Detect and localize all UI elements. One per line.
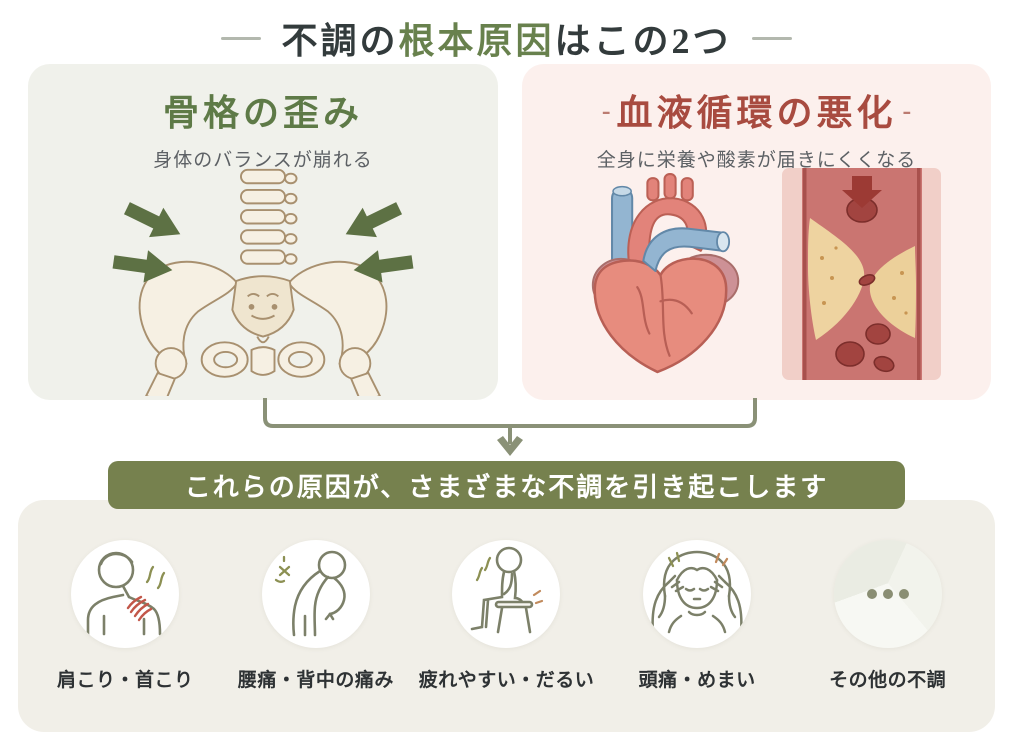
title-highlight: 根本原因 bbox=[398, 21, 555, 61]
lower-back-pain-icon bbox=[261, 540, 370, 648]
shoulder-neck-pain-icon bbox=[71, 540, 180, 648]
symptom-lower-back: 腰痛・背中の痛み bbox=[221, 540, 412, 692]
symptom-headache: 頭痛・めまい bbox=[602, 540, 793, 692]
spine-pelvis-svg bbox=[112, 168, 414, 396]
downward-flow-arrow bbox=[841, 176, 882, 208]
symptom-label: その他の不調 bbox=[829, 670, 947, 691]
causes-to-symptoms-connector bbox=[230, 398, 790, 460]
symptom-label: 疲れやすい・だるい bbox=[418, 670, 595, 691]
title-deco-left: - bbox=[601, 96, 611, 125]
page-title-text: 不調の根本原因はこの2つ bbox=[281, 12, 731, 64]
ellipsis-icon bbox=[833, 540, 942, 648]
title-left-rule bbox=[221, 36, 262, 40]
fatigue-sitting-icon bbox=[452, 540, 561, 648]
symptom-shoulder-neck: 肩こり・首こり bbox=[30, 540, 221, 692]
skeletal-distortion-panel: 骨格の歪み 身体のバランスが崩れる bbox=[28, 64, 498, 400]
page-title: 不調の根本原因はこの2つ bbox=[0, 12, 1013, 64]
symptom-label: 腰痛・背中の痛み bbox=[237, 670, 394, 691]
circulation-panel-subtitle: 全身に栄養や酸素が届きにくくなる bbox=[596, 150, 917, 171]
result-banner: これらの原因が、さまざまな不調を引き起こします bbox=[108, 461, 905, 509]
circulation-panel-title: -血液循環の悪化- bbox=[522, 84, 991, 136]
skeletal-panel-subtitle: 身体のバランスが崩れる bbox=[153, 150, 373, 171]
blood-circulation-panel: -血液循環の悪化- 全身に栄養や酸素が届きにくくなる bbox=[522, 64, 991, 400]
symptom-other: その他の不調 bbox=[792, 540, 983, 692]
title-right-rule bbox=[751, 36, 792, 40]
skeletal-panel-title: 骨格の歪み bbox=[162, 93, 363, 133]
symptom-row: 肩こり・首こり bbox=[30, 540, 983, 692]
symptom-label: 頭痛・めまい bbox=[638, 670, 756, 691]
symptom-label: 肩こり・首こり bbox=[57, 670, 194, 691]
result-banner-text: これらの原因が、さまざまな不調を引き起こします bbox=[184, 471, 829, 502]
circulation-title-text: 血液循環の悪化 bbox=[616, 93, 897, 133]
down-arrowhead-icon bbox=[497, 436, 523, 456]
heart-illustration bbox=[591, 173, 739, 374]
clogged-vessel-illustration bbox=[781, 168, 941, 380]
headache-dizziness-icon bbox=[643, 540, 752, 648]
symptoms-section: 肩こり・首こり bbox=[18, 500, 995, 732]
title-pre: 不調の bbox=[281, 21, 399, 61]
inward-pressure-arrows bbox=[112, 202, 414, 283]
title-deco-right: - bbox=[902, 96, 912, 125]
spine-pelvis-illustration bbox=[83, 166, 443, 396]
symptom-fatigue: 疲れやすい・だるい bbox=[411, 540, 602, 692]
title-post: はこの2つ bbox=[554, 21, 732, 61]
